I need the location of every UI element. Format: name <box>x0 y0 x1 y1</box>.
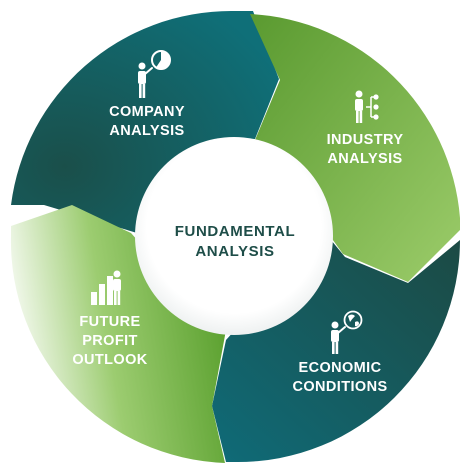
company-analysis-label: COMPANY ANALYSIS <box>109 104 185 139</box>
segment-company-analysis <box>11 10 279 233</box>
person-bar-chart-icon <box>91 270 121 305</box>
person-network-icon <box>355 90 379 123</box>
center-title: FUNDAMENTAL ANALYSIS <box>174 223 296 260</box>
presentation-pie-chart-icon <box>138 50 171 98</box>
industry-analysis-label: INDUSTRY ANALYSIS <box>326 132 404 167</box>
segment-industry-analysis <box>250 14 460 282</box>
person-globe-icon <box>331 310 363 354</box>
economic-conditions-label: ECONOMIC CONDITIONS <box>292 360 388 395</box>
segment-future-profit-outlook <box>10 205 226 463</box>
future-profit-outlook-label: FUTURE PROFIT OUTLOOK <box>72 314 148 368</box>
center-circle <box>135 137 333 335</box>
